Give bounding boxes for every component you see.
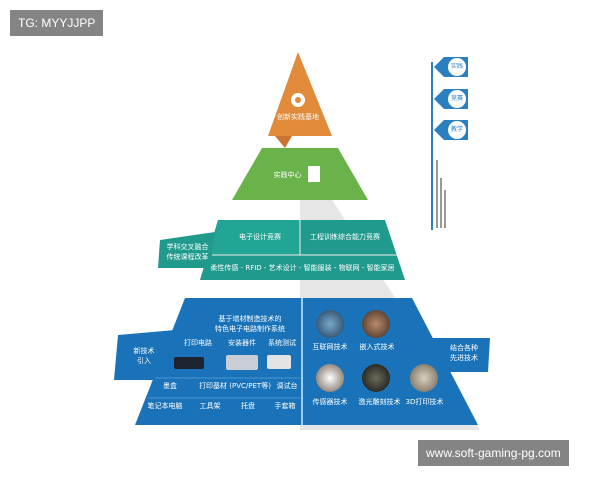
item-label: 笔记本电脑 [147,402,183,410]
tech-label: 激光雕刻技术 [358,398,401,406]
item-label: 墨盒 [163,382,177,390]
gear-icon [291,93,305,107]
level3-left-tab [158,232,215,268]
item-label: 工具架 [199,402,221,410]
laser-image [362,364,390,392]
step-label: 打印电路 [184,339,212,347]
component-image [226,355,258,370]
watermark-bottom: www.soft-gaming-pg.com [418,440,569,466]
tech-label: 互联网技术 [312,343,348,351]
step-label: 系统测试 [268,339,296,347]
printer-image [174,357,204,369]
level3-bottom: 柔性传感 - RFID - 艺术设计 - 智能服装 - 物联网 - 智能家居 [210,264,395,272]
tester-image [267,355,291,369]
level4-right-tab-label: 结合各种先进技术 [450,344,478,362]
level3-left-tab-label: 学科交叉融合传统课程改革 [166,243,209,261]
tech-label: 嵌入式技术 [359,343,395,351]
level2-label: 实践中心 [273,171,302,179]
item-label: 调试台 [276,382,298,390]
embedded-image [362,310,390,338]
level4-right-tab [430,338,490,372]
sensor-image [316,364,344,392]
side-label-practice: 实践 [450,63,463,70]
item-label: 打印基材 (PVC/PET等) [199,382,271,390]
level1-label: 创新实践基地 [277,113,319,121]
step-label: 安装器件 [228,339,256,347]
side-label-competition: 竞赛 [450,95,463,102]
side-label-teaching: 教学 [450,126,463,133]
level3-top-left [210,220,300,255]
watermark-top: TG: MYYJJPP [10,10,104,36]
tech-label: 3D打印技术 [405,398,444,406]
tech-label: 传感器技术 [312,398,348,406]
building-icon [308,166,320,182]
level4-title: 基于增材制造技术的特色电子电路制作系统 [215,315,285,333]
item-label: 手套箱 [274,402,296,410]
level4-trapezoid [135,298,478,425]
level4-left-tab-label: 新技术引入 [133,347,155,365]
level1-fold [275,136,292,148]
iot-image [316,310,344,338]
level3-top-right: 工程训练综合能力竞赛 [310,233,380,241]
level3-top-left: 电子设计竞赛 [239,233,281,241]
level4-left-tab [114,330,175,380]
level2-trapezoid [232,148,368,200]
3d-printer-image [410,364,438,392]
item-label: 托盘 [241,402,255,410]
